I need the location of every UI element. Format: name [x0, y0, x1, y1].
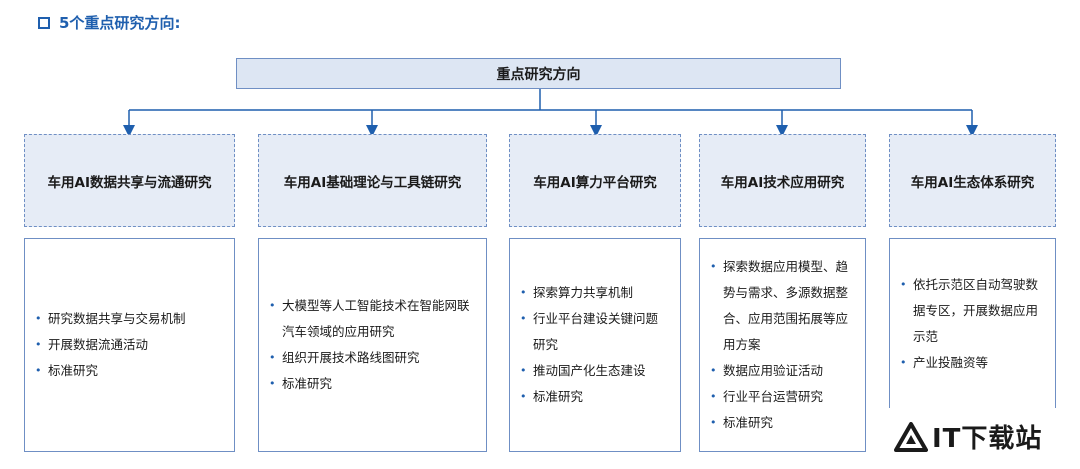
list-item: 标准研究 — [269, 371, 472, 397]
list-item: 行业平台建设关键问题研究 — [520, 306, 666, 358]
list-item: 标准研究 — [520, 384, 666, 410]
watermark-logo: IT下载站 — [894, 418, 1042, 455]
list-item: 产业投融资等 — [900, 350, 1041, 376]
list-item: 探索数据应用模型、趋势与需求、多源数据整合、应用范围拓展等应用方案 — [710, 254, 851, 358]
triangle-logo-icon — [894, 421, 928, 452]
topic-compute-platform: 车用AI算力平台研究 — [509, 134, 681, 227]
list-item: 推动国产化生态建设 — [520, 358, 666, 384]
section-heading: 5个重点研究方向: — [38, 12, 180, 33]
detail-box-2: 大模型等人工智能技术在智能网联汽车领域的应用研究 组织开展技术路线图研究 标准研… — [258, 238, 487, 452]
topic-tech-application: 车用AI技术应用研究 — [699, 134, 866, 227]
detail-list-2: 大模型等人工智能技术在智能网联汽车领域的应用研究 组织开展技术路线图研究 标准研… — [259, 293, 486, 397]
detail-box-4: 探索数据应用模型、趋势与需求、多源数据整合、应用范围拓展等应用方案 数据应用验证… — [699, 238, 866, 452]
list-item: 依托示范区自动驾驶数据专区，开展数据应用示范 — [900, 272, 1041, 350]
topic-foundation-toolchain: 车用AI基础理论与工具链研究 — [258, 134, 487, 227]
watermark-text: IT下载站 — [932, 424, 1043, 454]
list-item: 组织开展技术路线图研究 — [269, 345, 472, 371]
heading-text: 5个重点研究方向: — [59, 14, 181, 32]
detail-list-5: 依托示范区自动驾驶数据专区，开展数据应用示范 产业投融资等 — [890, 272, 1055, 376]
detail-list-4: 探索数据应用模型、趋势与需求、多源数据整合、应用范围拓展等应用方案 数据应用验证… — [700, 254, 865, 436]
list-item: 大模型等人工智能技术在智能网联汽车领域的应用研究 — [269, 293, 472, 345]
list-item: 探索算力共享机制 — [520, 280, 666, 306]
topic-ecosystem: 车用AI生态体系研究 — [889, 134, 1056, 227]
detail-box-5: 依托示范区自动驾驶数据专区，开展数据应用示范 产业投融资等 — [889, 238, 1056, 408]
detail-box-1: 研究数据共享与交易机制 开展数据流通活动 标准研究 — [24, 238, 235, 452]
topic-data-sharing: 车用AI数据共享与流通研究 — [24, 134, 235, 227]
list-item: 数据应用验证活动 — [710, 358, 851, 384]
square-bullet-icon — [38, 16, 50, 29]
detail-box-3: 探索算力共享机制 行业平台建设关键问题研究 推动国产化生态建设 标准研究 — [509, 238, 681, 452]
detail-list-1: 研究数据共享与交易机制 开展数据流通活动 标准研究 — [25, 306, 200, 384]
list-item: 行业平台运营研究 — [710, 384, 851, 410]
list-item: 开展数据流通活动 — [35, 332, 186, 358]
list-item: 标准研究 — [710, 410, 851, 436]
root-node: 重点研究方向 — [236, 58, 841, 89]
list-item: 标准研究 — [35, 358, 186, 384]
list-item: 研究数据共享与交易机制 — [35, 306, 186, 332]
detail-list-3: 探索算力共享机制 行业平台建设关键问题研究 推动国产化生态建设 标准研究 — [510, 280, 680, 410]
